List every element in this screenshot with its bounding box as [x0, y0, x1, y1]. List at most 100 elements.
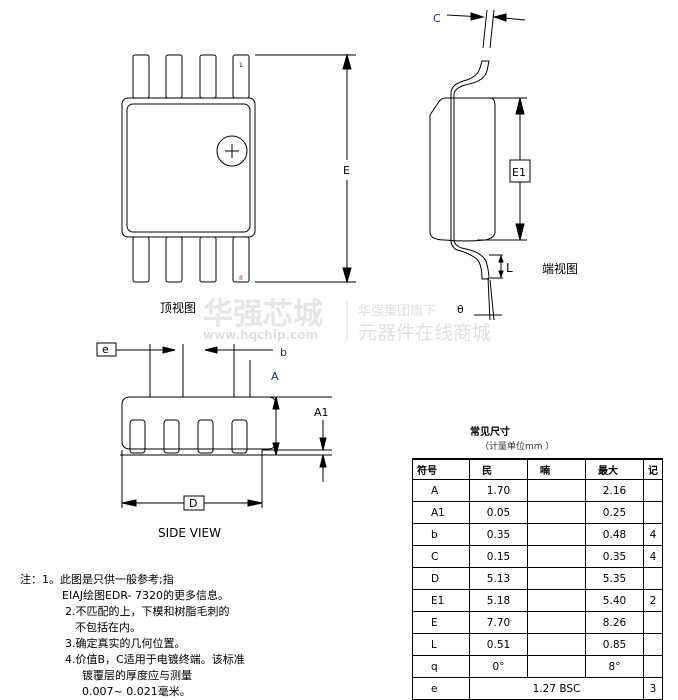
- header-nom: 喃: [527, 458, 586, 480]
- bottom-pins: [132, 236, 250, 283]
- dim-theta-label: θ: [457, 303, 464, 316]
- top-view: 1 8 E 顶视图: [121, 53, 356, 315]
- side-leads: [129, 419, 248, 454]
- dim-e-label: e: [102, 343, 109, 356]
- cell-min: 0.51: [469, 633, 528, 656]
- cell-min: 5.18: [469, 589, 528, 612]
- cell-symbol: C: [412, 545, 470, 568]
- cell-max: 8.26: [585, 611, 644, 634]
- cell-min: 0.05: [469, 501, 528, 524]
- cell-max: 0.48: [585, 523, 644, 546]
- note-line: 0.007~ 0.021毫米。: [82, 685, 191, 698]
- cell-note: [643, 655, 663, 678]
- pin8-label: 8: [239, 275, 243, 282]
- cell-min: 0°: [469, 655, 528, 678]
- pin1-marker-icon: [216, 135, 248, 167]
- side-view-caption: SIDE VIEW: [158, 526, 221, 540]
- top-view-caption: 顶视图: [160, 300, 196, 315]
- dim-A-label: A: [271, 370, 279, 383]
- cell-symbol: b: [412, 523, 470, 546]
- cell-symbol: A1: [412, 501, 470, 524]
- note-line: 4.价值B，C适用于电镀终端。该标准: [65, 653, 245, 666]
- header-max: 最大: [585, 458, 644, 480]
- cell-symbol: E: [412, 611, 470, 634]
- cell-note: 2: [643, 589, 663, 612]
- watermark-tagline2: 元器件在线商城: [358, 322, 491, 344]
- cell-symbol: E1: [412, 589, 470, 612]
- cell-min: 0.15: [469, 545, 528, 568]
- end-view: C E1 L 端视图 θ: [429, 9, 578, 321]
- cell-note: [643, 479, 663, 502]
- notes: 注：1。此图是只供一般参考;指 EIAJ绘图EDR- 7320的更多信息。 2.…: [20, 572, 245, 700]
- cell-nom: [527, 655, 586, 678]
- cell-max: 0.25: [585, 501, 644, 524]
- watermark-tagline1: 华强集团旗下: [358, 303, 436, 319]
- cell-note: 4: [643, 523, 663, 546]
- note-line: 不包括在内。: [75, 621, 141, 634]
- cell-symbol: q: [412, 655, 470, 678]
- cell-min: 0.35: [469, 523, 528, 546]
- cell-nom: [527, 589, 586, 612]
- dim-b-label: b: [280, 346, 287, 359]
- cell-max: 0.35: [585, 545, 644, 568]
- cell-note: 4: [643, 545, 663, 568]
- table-header-row: 符号 民 喃 最大 记: [412, 458, 663, 480]
- cell-min: 7.70: [469, 611, 528, 634]
- cell-note: [643, 567, 663, 590]
- cell-symbol: L: [412, 633, 470, 656]
- cell-max: 8°: [585, 655, 644, 678]
- dim-E-label: E: [343, 164, 350, 177]
- note-line: 3.确定真实的几何位置。: [65, 637, 186, 650]
- dim-A1-label: A1: [314, 406, 329, 419]
- cell-note: [643, 611, 663, 634]
- side-view: e b A A1 D SIDE VIEW: [96, 342, 332, 540]
- table-subtitle: （计量单位mm ）: [480, 442, 555, 452]
- header-symbol: 符号: [412, 458, 470, 480]
- header-note: 记: [643, 458, 663, 480]
- cell-max: 0.85: [585, 633, 644, 656]
- cell-symbol: D: [412, 567, 470, 590]
- cell-nom: [527, 633, 586, 656]
- watermark-url: www.hqchip.com: [203, 328, 318, 342]
- note-line: 镀覆层的厚度应与测量: [82, 669, 192, 682]
- cell-nom: [527, 501, 586, 524]
- cell-nom: [527, 611, 586, 634]
- note-line: 注：1。此图是只供一般参考;指: [20, 573, 174, 586]
- pin1-label: 1: [239, 62, 243, 69]
- dim-E1-label: E1: [512, 166, 526, 179]
- note-line: EIAJ绘图EDR- 7320的更多信息。: [62, 589, 230, 602]
- dim-C-label: C: [433, 12, 441, 25]
- cell-min: 1.70: [469, 479, 528, 502]
- watermark: 华强芯城 www.hqchip.com 华强集团旗下 元器件在线商城: [203, 297, 491, 344]
- cell-note: [643, 633, 663, 656]
- cell-nom: [527, 545, 586, 568]
- header-min: 民: [469, 458, 528, 480]
- dim-L-label: L: [506, 261, 513, 275]
- dim-D-label: D: [189, 497, 197, 510]
- note-line: 2.不匹配的上，下模和树脂毛刺的: [65, 605, 230, 618]
- cell-note: [643, 501, 663, 524]
- cell-nom: [527, 479, 586, 502]
- cell-max: 5.35: [585, 567, 644, 590]
- cell-nom: [527, 567, 586, 590]
- table-title: 常见尺寸: [470, 427, 510, 438]
- top-pins: [132, 54, 250, 99]
- cell-min: 5.13: [469, 567, 528, 590]
- package-body: [121, 97, 256, 238]
- cell-nom: [527, 523, 586, 546]
- cell-value: 1.27 BSC: [469, 677, 644, 700]
- cell-max: 5.40: [585, 589, 644, 612]
- watermark-brand: 华强芯城: [203, 297, 323, 332]
